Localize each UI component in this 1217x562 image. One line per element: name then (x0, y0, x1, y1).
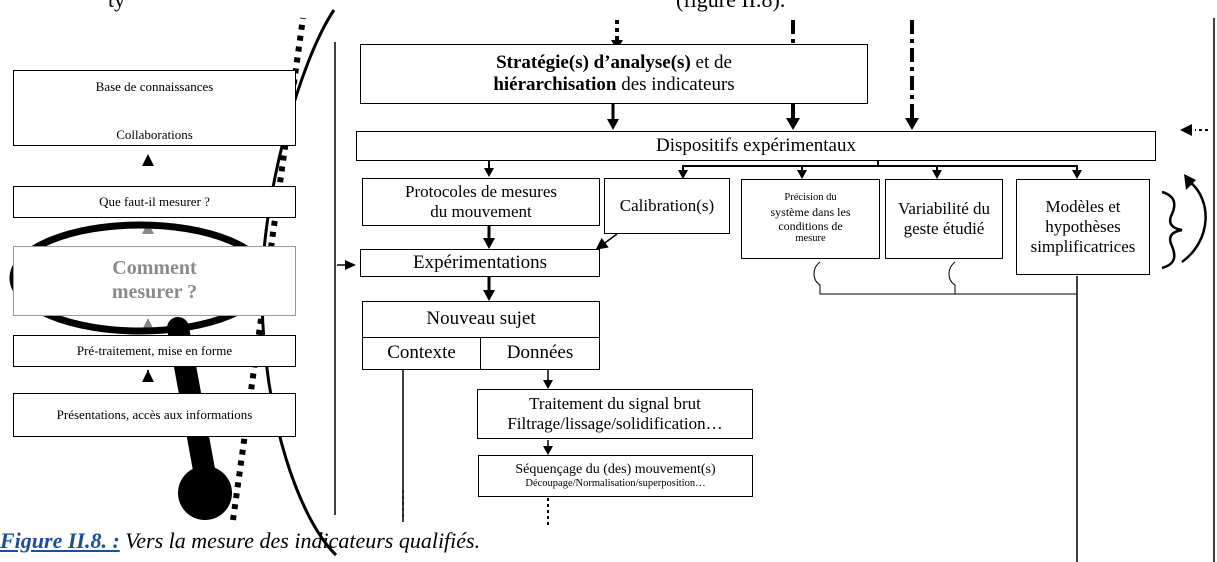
nouveau-sujet-label: Nouveau sujet (426, 308, 536, 330)
contexte-label: Contexte (387, 342, 456, 364)
strategy-box: Stratégie(s) d’analyse(s) et de hiérarch… (360, 44, 868, 104)
left-box-pretraitement-label: Pré-traitement, mise en forme (76, 343, 233, 359)
donnees-label: Données (506, 342, 574, 364)
left-box-presentations: Présentations, accès aux informations (13, 393, 296, 437)
precision-line4: mesure (795, 233, 826, 245)
variabilite-box: Variabilité du geste étudié (885, 179, 1003, 259)
header-fragment-right: (figure II.8). (676, 0, 785, 13)
modeles-line1: Modèles et (1045, 196, 1121, 216)
precision-line1: Précision du (784, 192, 837, 204)
figure-caption: Figure II.8. : Vers la mesure des indica… (0, 528, 480, 554)
left-box-what: Que faut-il mesurer ? (13, 186, 296, 218)
traitement-line1: Traitement du signal brut (529, 393, 701, 413)
curved-arrow (1181, 181, 1207, 264)
strategy-word3: hiérarchisation (493, 74, 617, 95)
precision-box: Précision du système dans les conditions… (741, 179, 880, 259)
protocoles-line2: du mouvement (430, 202, 532, 221)
dispositifs-box: Dispositifs expérimentaux (356, 131, 1156, 161)
protocoles-line1: Protocoles de mesures (404, 181, 558, 201)
left-box-how-line1: Comment (112, 257, 197, 280)
experimentations-label: Expérimentations (412, 251, 548, 273)
precision-line3: conditions de (778, 219, 843, 233)
modeles-line2: hypothèses (1045, 216, 1121, 236)
header-fragment-left: ty (108, 0, 125, 13)
left-box-knowledge: Base de connaissances Collaborations (13, 70, 296, 146)
sequencage-box: Séquençage du (des) mouvement(s) Découpa… (478, 455, 753, 497)
strategy-word2: et de (690, 51, 732, 73)
traitement-box: Traitement du signal brut Filtrage/lissa… (477, 389, 753, 439)
left-box-knowledge-line1: Base de connaissances (95, 79, 214, 94)
contexte-box: Contexte (362, 337, 481, 370)
caption-label: Figure II.8. : (0, 528, 120, 553)
caption-text: Vers la mesure des indicateurs qualifiés… (119, 528, 481, 553)
left-box-how-line2: mesurer ? (111, 281, 198, 303)
nouveau-sujet-box: Nouveau sujet (362, 301, 600, 337)
left-box-pretraitement: Pré-traitement, mise en forme (13, 335, 296, 367)
experimentations-box: Expérimentations (360, 249, 600, 277)
left-box-what-label: Que faut-il mesurer ? (99, 194, 210, 210)
modeles-line3: simplificatrices (1030, 237, 1136, 257)
sequencage-line1: Séquençage du (des) mouvement(s) (515, 461, 716, 477)
left-box-knowledge-line2: Collaborations (116, 127, 193, 142)
variabilite-line2: geste étudié (903, 219, 985, 238)
left-box-presentations-label: Présentations, accès aux informations (56, 407, 253, 423)
precision-line2: système dans les (770, 204, 851, 219)
strategy-word4: des indicateurs (616, 74, 735, 95)
sequencage-line2: Découpage/Normalisation/superposition… (525, 478, 706, 490)
curly-brace (1161, 190, 1183, 270)
left-box-how: Comment mesurer ? (13, 246, 296, 316)
variabilite-line1: Variabilité du (897, 198, 991, 218)
strategy-word1: Stratégie(s) d’analyse(s) (496, 51, 691, 73)
donnees-box: Données (480, 337, 600, 370)
calibration-label: Calibration(s) (619, 195, 715, 215)
protocoles-box: Protocoles de mesures du mouvement (362, 178, 600, 226)
calibration-box: Calibration(s) (604, 178, 730, 234)
dispositifs-label: Dispositifs expérimentaux (656, 134, 856, 156)
traitement-line2: Filtrage/lissage/solidification… (507, 414, 723, 433)
modeles-box: Modèles et hypothèses simplificatrices (1016, 179, 1150, 275)
